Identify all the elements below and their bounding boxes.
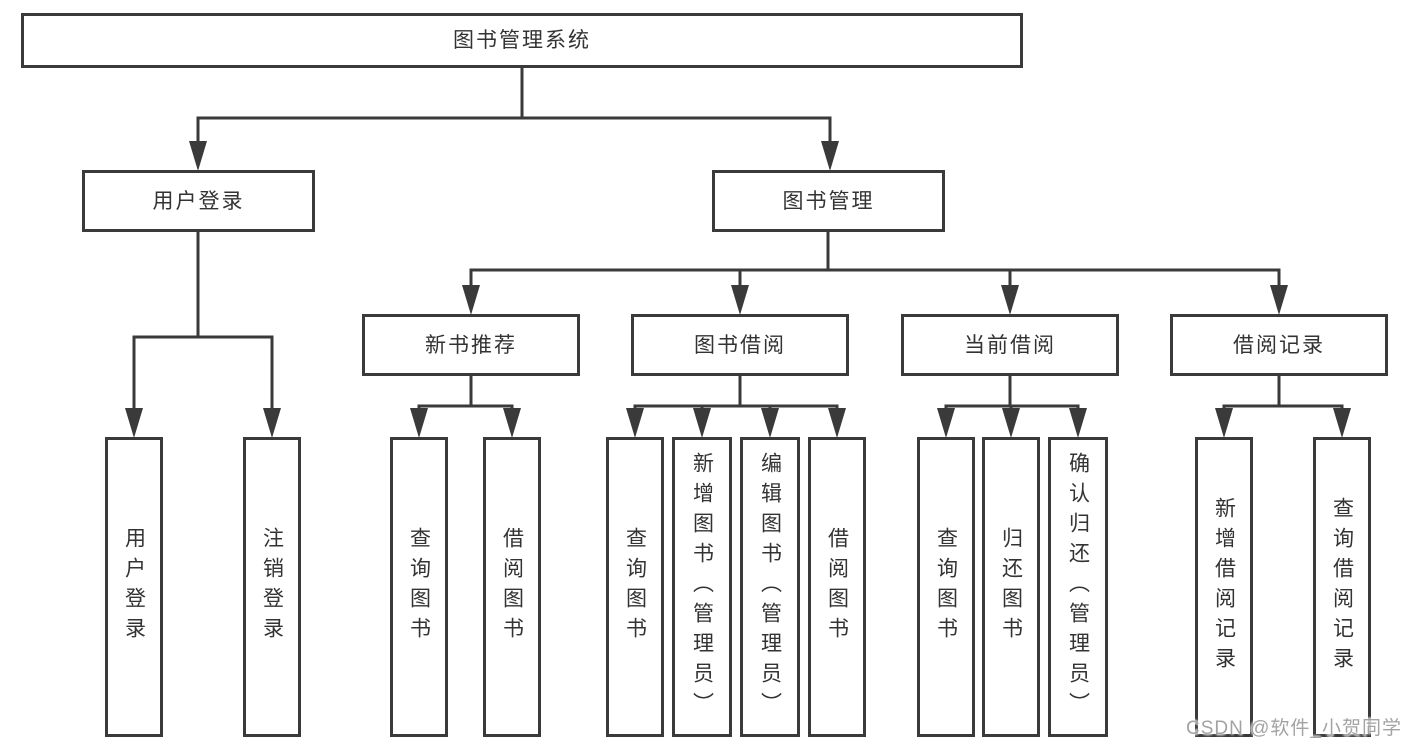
leaf-label: 查询图书 bbox=[407, 527, 431, 647]
csdn-watermark: CSDN @软件_小贺同学 bbox=[1186, 718, 1402, 739]
leaf-query-books-borrow: 查询图书 bbox=[606, 437, 664, 737]
leaf-label: 查询图书 bbox=[934, 527, 958, 647]
leaf-label: 用户登录 bbox=[122, 527, 146, 647]
leaf-borrow-books: 借阅图书 bbox=[808, 437, 866, 737]
leaf-query-borrow-record: 查询借阅记录 bbox=[1313, 437, 1371, 737]
node-book-borrow: 图书借阅 bbox=[631, 314, 849, 376]
leaf-label: 编辑图书（管理员） bbox=[758, 452, 782, 722]
node-new-book-recommend: 新书推荐 bbox=[362, 314, 580, 376]
leaf-logout: 注销登录 bbox=[243, 437, 301, 737]
leaf-query-books-recommend: 查询图书 bbox=[390, 437, 448, 737]
leaf-edit-book-admin: 编辑图书（管理员） bbox=[740, 437, 800, 737]
node-book-management: 图书管理 bbox=[712, 170, 945, 232]
leaf-confirm-return-admin: 确认归还（管理员） bbox=[1048, 437, 1108, 737]
leaf-user-login: 用户登录 bbox=[105, 437, 163, 737]
leaf-add-book-admin: 新增图书（管理员） bbox=[672, 437, 732, 737]
leaf-label: 查询借阅记录 bbox=[1330, 497, 1354, 677]
leaf-label: 借阅图书 bbox=[500, 527, 524, 647]
leaf-label: 查询图书 bbox=[623, 527, 647, 647]
node-user-login: 用户登录 bbox=[82, 170, 315, 232]
leaf-label: 新增图书（管理员） bbox=[690, 452, 714, 722]
leaf-label: 注销登录 bbox=[260, 527, 284, 647]
leaf-label: 确认归还（管理员） bbox=[1066, 452, 1090, 722]
leaf-label: 新增借阅记录 bbox=[1212, 497, 1236, 677]
leaf-label: 归还图书 bbox=[999, 527, 1023, 647]
leaf-add-borrow-record: 新增借阅记录 bbox=[1195, 437, 1253, 737]
leaf-borrow-books-recommend: 借阅图书 bbox=[483, 437, 541, 737]
node-current-borrow: 当前借阅 bbox=[901, 314, 1119, 376]
node-library-management-system: 图书管理系统 bbox=[21, 13, 1023, 68]
node-borrow-records: 借阅记录 bbox=[1170, 314, 1388, 376]
leaf-query-books-current: 查询图书 bbox=[917, 437, 975, 737]
leaf-return-book: 归还图书 bbox=[982, 437, 1040, 737]
leaf-label: 借阅图书 bbox=[825, 527, 849, 647]
